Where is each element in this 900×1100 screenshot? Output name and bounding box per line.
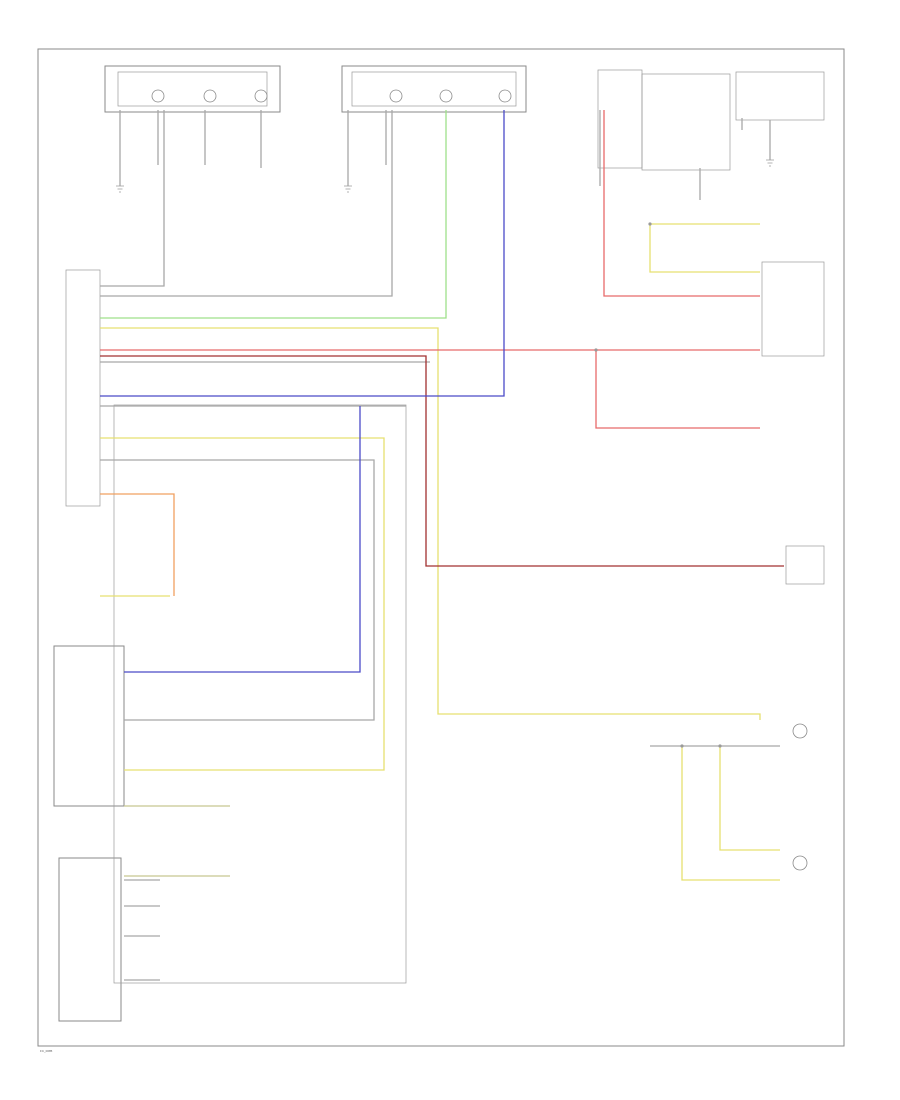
wire-yellow [681,746,780,881]
blue-wires [100,110,505,673]
olive-wire [124,805,230,877]
wire-grey [100,110,393,297]
red-wires [100,110,760,429]
rear-lamp-module [597,69,825,171]
bottom-left-lamp-boxes [53,404,407,1022]
left-tail-lamp-assembly [104,65,281,113]
wire-red [595,350,760,429]
wire-yellow [100,437,385,771]
wire-grey [100,110,165,287]
wire-orange [100,493,175,596]
orange-wire [100,493,175,596]
dark-red-wire [100,355,784,567]
wire-blue [100,110,505,397]
splice-points [594,222,722,748]
wire-grey [100,459,375,721]
wire-yellow [100,327,761,720]
control-unit-connector [65,269,101,507]
diagram-border [37,48,845,1047]
green-wire [100,110,447,319]
yellow-wires [100,223,780,881]
right-tail-lamp-assembly [341,65,527,113]
ground-symbols [116,159,774,193]
right-side-components [761,261,825,871]
wire-green [100,110,447,319]
wire-red [603,110,760,297]
wire-dark-red [100,355,784,567]
grey-wires [100,110,780,981]
wire-yellow [649,224,760,273]
figure-code: FC_0085 [40,1049,53,1053]
wire-yellow [719,746,780,851]
wire-blue [124,406,361,673]
